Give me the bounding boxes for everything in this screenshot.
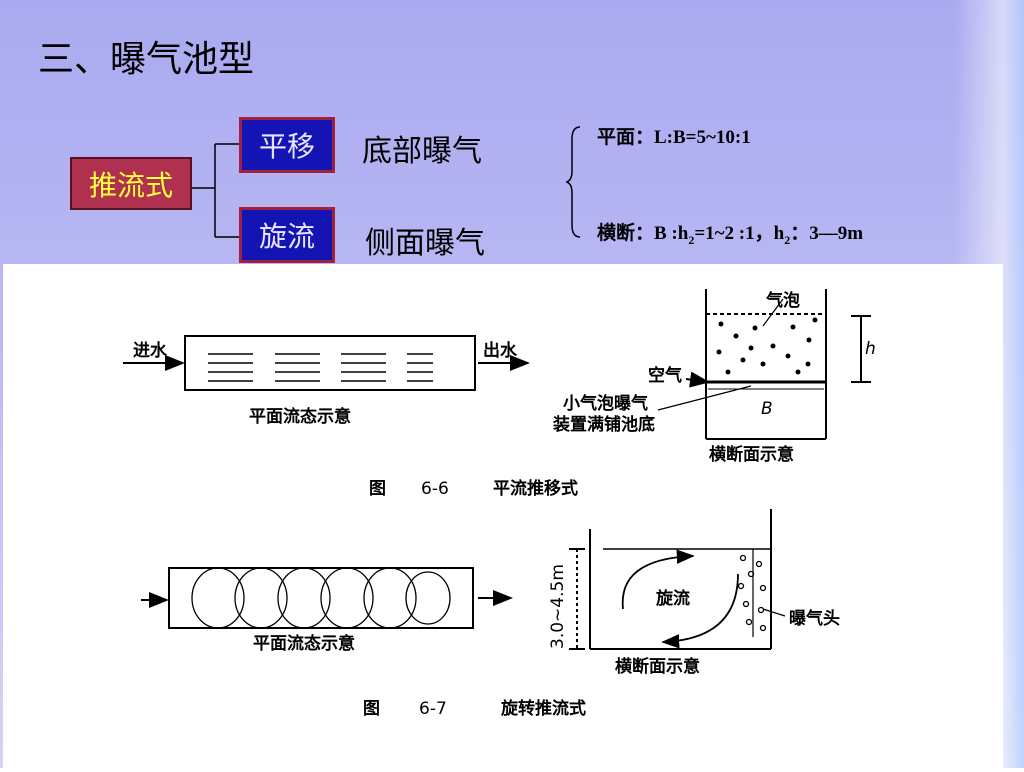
inlet-label: 进水 [133,340,168,361]
page-title: 三、曝气池型 [38,39,255,80]
fig-label-2: 图 [363,699,380,719]
section-caption-1: 横断面示意 [709,444,794,465]
tree-connector [192,143,239,238]
translation-box: 平移 [239,117,335,173]
fig-number-1: 6-6 [421,479,449,499]
air-bubbles [716,317,818,375]
push-flow-box: 推流式 [70,157,192,210]
plan-tank-1 [184,335,476,391]
figure-drawing: 进水 出水 平面流态示意 气泡 空气 小气泡曝气 装置满铺池底 h B 横断面示… [123,289,876,719]
fig-title-2: 旋转推流式 [500,698,586,719]
figure-panel: 进水 出水 平面流态示意 气泡 空气 小气泡曝气 装置满铺池底 h B 横断面示… [3,264,1003,768]
plan-caption-1: 平面流态示意 [249,406,351,427]
diffuser-label-1: 小气泡曝气 [563,393,648,414]
h-label: h [865,339,876,359]
bottom-aeration-text: 底部曝气 [362,134,482,169]
flow-lines [208,353,433,382]
air-label: 空气 [648,365,682,386]
b-label: B [761,399,773,419]
fig-title-1: 平流推移式 [493,478,578,499]
side-aeration-text: 侧面曝气 [365,226,485,261]
swirl-box: 旋流 [239,207,335,263]
section-caption-2: 横断面示意 [615,656,700,677]
fig-label-1: 图 [369,479,386,499]
spiral-flow [191,567,451,629]
aerator-head-label: 曝气头 [789,608,840,629]
bubble-label: 气泡 [765,290,800,311]
plan-tank-2 [168,567,474,629]
plan-caption-2: 平面流态示意 [253,633,355,654]
outlet-label: 出水 [483,340,518,361]
side-bubbles [737,554,767,632]
depth-label: 3.0~4.5m [548,564,568,649]
diffuser-label-2: 装置满铺池底 [552,414,655,435]
cross-ratio-note: 横断：B :h2=1~2 :1，h2：3—9m [597,223,864,247]
plane-ratio-note: 平面：L:B=5~10:1 [597,127,751,148]
fig-number-2: 6-7 [419,699,447,719]
curly-brace [566,126,581,238]
swirl-label: 旋流 [655,588,690,609]
